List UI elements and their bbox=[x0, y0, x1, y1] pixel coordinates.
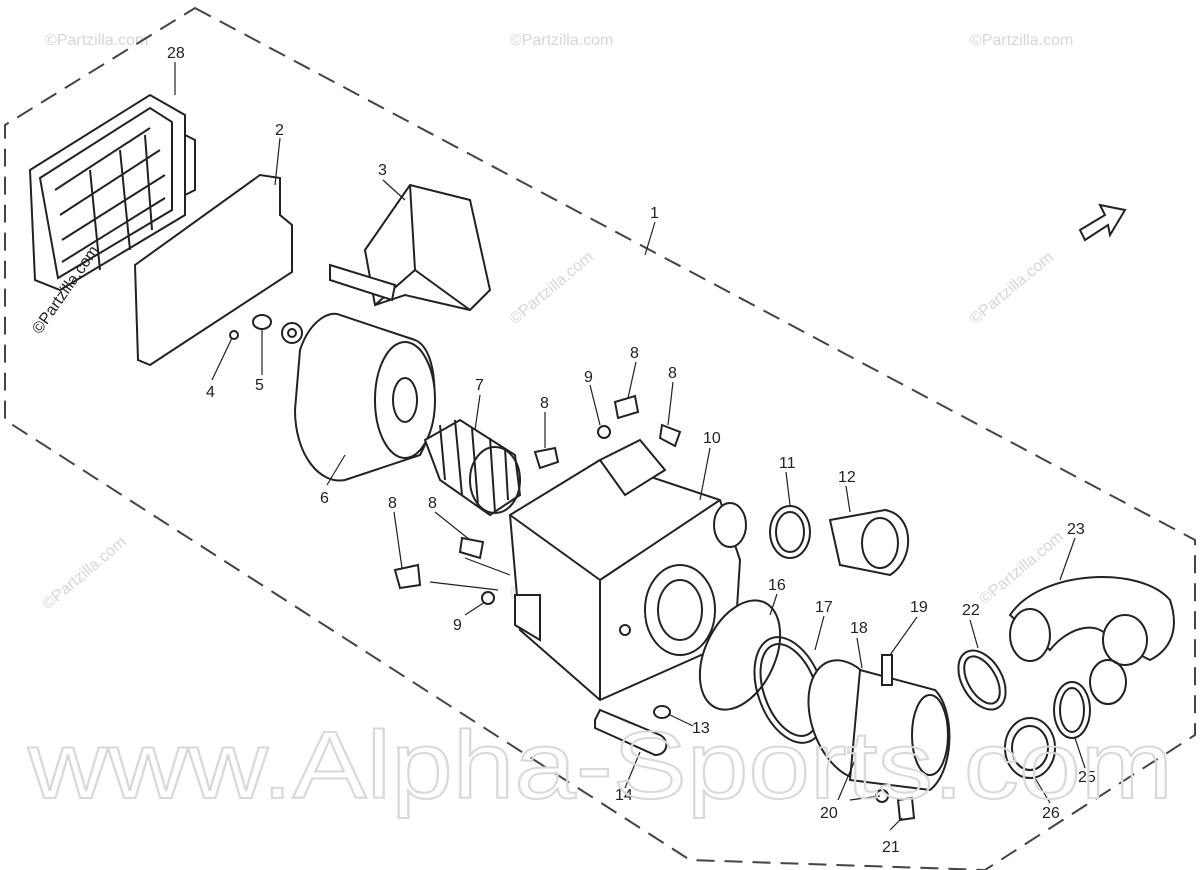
callout-labels: 28 2 3 1 4 5 6 7 9 8 8 8 10 11 12 8 8 9 … bbox=[167, 45, 1096, 856]
callout-2: 2 bbox=[275, 122, 284, 139]
part-18-intake-adapter bbox=[807, 659, 951, 792]
watermark-text: ©Partzilla.com bbox=[510, 32, 613, 49]
callout-23: 23 bbox=[1067, 521, 1085, 538]
part-13-grommet bbox=[653, 705, 671, 719]
callout-25: 25 bbox=[1078, 769, 1096, 786]
callout-11: 11 bbox=[779, 455, 796, 472]
part-10-airbox-housing bbox=[508, 438, 747, 702]
callout-9-bottom: 9 bbox=[453, 617, 462, 634]
watermark-text: ©Partzilla.com bbox=[40, 534, 130, 613]
callout-9-top: 9 bbox=[584, 369, 593, 386]
watermark-text: ©Partzilla.com bbox=[45, 32, 148, 49]
callout-19: 19 bbox=[910, 599, 928, 616]
part-5-washer bbox=[252, 314, 303, 344]
part-7-filter-cage bbox=[423, 418, 522, 517]
callout-8-top-mid: 8 bbox=[630, 345, 639, 362]
callout-26: 26 bbox=[1042, 805, 1060, 822]
part-9-screws bbox=[481, 425, 611, 605]
part-23-duct-elbow bbox=[1008, 576, 1175, 666]
callout-21: 21 bbox=[882, 839, 900, 856]
callout-8-top-left: 8 bbox=[540, 395, 549, 412]
callout-18: 18 bbox=[850, 620, 868, 637]
callout-28: 28 bbox=[167, 45, 185, 62]
callout-8-mid: 8 bbox=[428, 495, 437, 512]
part-14-drain-tube bbox=[594, 708, 668, 757]
callout-4: 4 bbox=[206, 384, 215, 401]
callout-1: 1 bbox=[650, 205, 659, 222]
part-26-coupler bbox=[1004, 717, 1056, 779]
part-25-clamps bbox=[1053, 659, 1127, 739]
part-6-filter-element bbox=[293, 312, 436, 482]
part-16-screen bbox=[698, 599, 782, 711]
assembly-boundary bbox=[4, 6, 1196, 870]
part-21-bolt bbox=[896, 796, 916, 822]
alpha-sports-watermark: www.Alpha-Sports.com bbox=[27, 712, 1173, 819]
callout-22: 22 bbox=[962, 602, 980, 619]
part-19-fitting bbox=[881, 654, 893, 686]
part-11-clamp bbox=[769, 505, 811, 559]
callout-17: 17 bbox=[815, 599, 833, 616]
front-arrow-icon bbox=[1078, 203, 1127, 242]
callout-16: 16 bbox=[768, 577, 786, 594]
callout-12: 12 bbox=[838, 469, 856, 486]
watermark-text: ©Partzilla.com bbox=[967, 249, 1057, 328]
part-8-clips bbox=[393, 394, 682, 590]
callout-13: 13 bbox=[692, 720, 710, 737]
part-28-airbox-cover bbox=[28, 93, 196, 292]
watermark-text: ©Partzilla.com bbox=[970, 32, 1073, 49]
callout-10: 10 bbox=[703, 430, 721, 447]
part-2-gasket bbox=[133, 173, 293, 367]
callout-3: 3 bbox=[378, 162, 387, 179]
watermark-text: ©Partzilla.com bbox=[507, 249, 597, 328]
leader-lines bbox=[174, 62, 1086, 831]
callout-8-left: 8 bbox=[388, 495, 397, 512]
part-3-bracket bbox=[329, 183, 492, 312]
callout-6: 6 bbox=[320, 490, 329, 507]
callout-14: 14 bbox=[615, 787, 633, 804]
callout-5: 5 bbox=[255, 377, 264, 394]
part-4-screw bbox=[229, 330, 239, 340]
callout-8-top-right: 8 bbox=[668, 365, 677, 382]
callout-7: 7 bbox=[475, 377, 484, 394]
callout-20: 20 bbox=[820, 805, 838, 822]
part-22-clamp bbox=[957, 649, 1007, 711]
part-12-boot bbox=[828, 508, 910, 577]
